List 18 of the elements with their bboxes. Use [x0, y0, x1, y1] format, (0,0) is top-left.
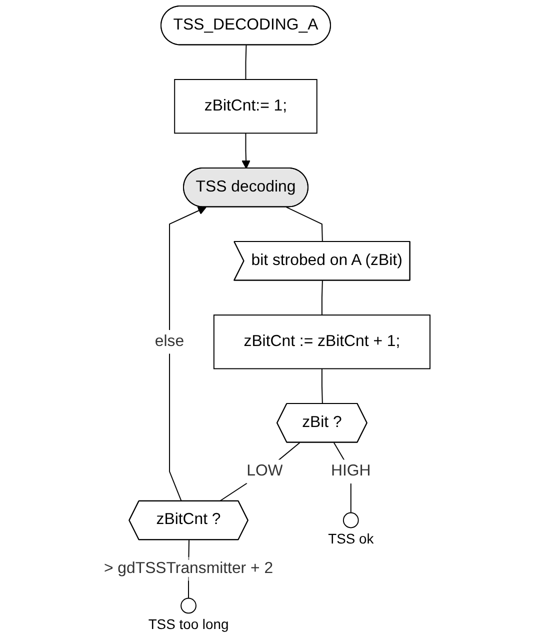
- connector-line: [321, 368, 323, 404]
- task-box: zBitCnt := zBitCnt + 1;: [213, 314, 430, 370]
- circle-symbol: [180, 598, 196, 614]
- connector-line: [242, 132, 250, 169]
- decision-hexagon: zBitCnt ?: [128, 500, 248, 540]
- node-caption: TSS ok: [328, 530, 374, 547]
- decision-hexagon: zBit ?: [276, 403, 368, 443]
- connector-line: [245, 44, 247, 80]
- start-terminal: TSS_DECODING_A: [160, 6, 331, 46]
- connector-line: [169, 206, 206, 502]
- node-caption: TSS too long: [148, 616, 229, 632]
- circle-symbol: [342, 512, 359, 528]
- state-box: TSS decoding: [183, 167, 308, 208]
- connector-line: [321, 280, 323, 316]
- task-box: zBitCnt:= 1;: [174, 79, 318, 134]
- connector-line: [286, 206, 323, 242]
- edge-label: > gdTSSTransmitter + 2: [104, 560, 274, 577]
- input-signal-box: bit strobed on A (zBit): [234, 241, 410, 281]
